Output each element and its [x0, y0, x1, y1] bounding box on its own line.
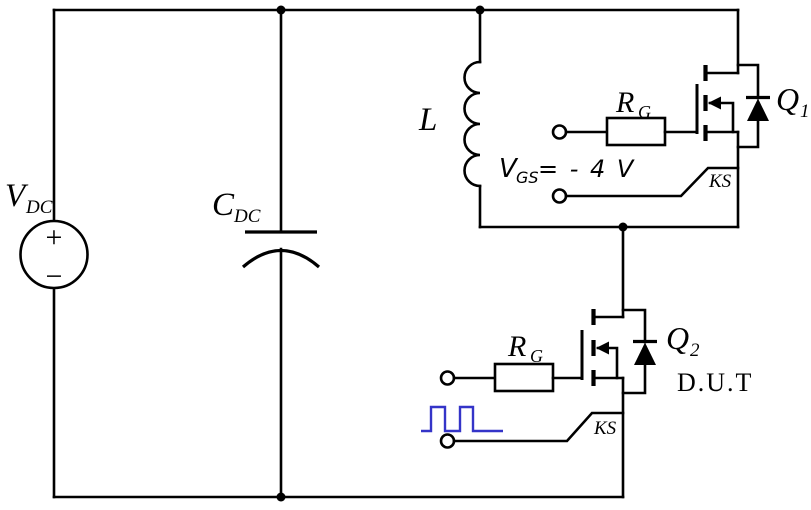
- body-diode-q1-symbol: [736, 63, 770, 149]
- vgs-bias-value: = - 4 V: [538, 155, 635, 183]
- q1-kelvin-terminal: [551, 188, 568, 204]
- q2-gate-terminal: [439, 370, 456, 386]
- q1-label-subscript: 1: [800, 101, 810, 122]
- rg-q2-label-subscript: G: [530, 346, 543, 366]
- inductor-label: L: [418, 102, 437, 138]
- junction-dot: [475, 5, 485, 15]
- ks-q2-label: KS: [593, 418, 617, 439]
- kelvin-source-q2-wire: [452, 411, 625, 443]
- rg-q2-label: R: [507, 330, 526, 363]
- dc-source-symbol: + −: [19, 219, 89, 293]
- q2-channel-arrow: [596, 341, 609, 355]
- vgs-bias-label-subscript: GS: [516, 168, 539, 187]
- junction-dot: [276, 492, 286, 502]
- q1-label: Q: [776, 81, 799, 117]
- dut-label: D.U.T: [677, 368, 753, 397]
- vdc-label: V: [5, 178, 29, 214]
- q1-channel-arrow: [708, 96, 721, 110]
- ks-q1-label: KS: [708, 171, 732, 192]
- dc-source-minus-sign: −: [46, 260, 63, 293]
- q2-kelvin-terminal: [439, 433, 456, 449]
- gate-drive-q2: [439, 362, 625, 449]
- mosfet-q2-symbol: [580, 225, 625, 499]
- dc-source-plus-sign: +: [46, 221, 63, 254]
- vdc-label-subscript: DC: [25, 197, 53, 218]
- q1-gate-terminal: [551, 124, 568, 140]
- mosfet-q1-symbol: [695, 8, 740, 229]
- body-diode-q2-symbol: [621, 308, 657, 395]
- dc-source-circle: [19, 219, 89, 290]
- junction-dots: [276, 5, 628, 502]
- double-pulse-waveform: [421, 405, 503, 433]
- q1-diode-triangle: [747, 98, 769, 121]
- dc-link-capacitor-symbol: [241, 8, 321, 499]
- q2-diode-branch-wire: [621, 308, 647, 395]
- kelvin-source-q1-wire: [564, 166, 740, 198]
- cdc-label: C: [212, 187, 235, 223]
- rg-q1-label-subscript: G: [638, 102, 651, 122]
- inductor-coils: [463, 60, 482, 188]
- load-inductor-symbol: [463, 8, 482, 229]
- vgs-bias-label: V: [499, 154, 519, 184]
- q1-diode-branch-wire: [736, 63, 760, 149]
- gate-resistor-q2-symbol: [493, 362, 555, 393]
- junction-dot: [276, 5, 286, 15]
- cdc-label-subscript: DC: [233, 206, 261, 227]
- q1-body-stub: [708, 101, 735, 134]
- q2-label-subscript: 2: [690, 340, 700, 361]
- main-loop-wires: [52, 8, 740, 499]
- q2-label: Q: [666, 320, 689, 356]
- q2-diode-triangle: [634, 342, 656, 365]
- rg-q1-label: R: [615, 86, 634, 119]
- gate-drive-q1: [551, 116, 740, 204]
- gate-resistor-q1-symbol: [605, 116, 667, 147]
